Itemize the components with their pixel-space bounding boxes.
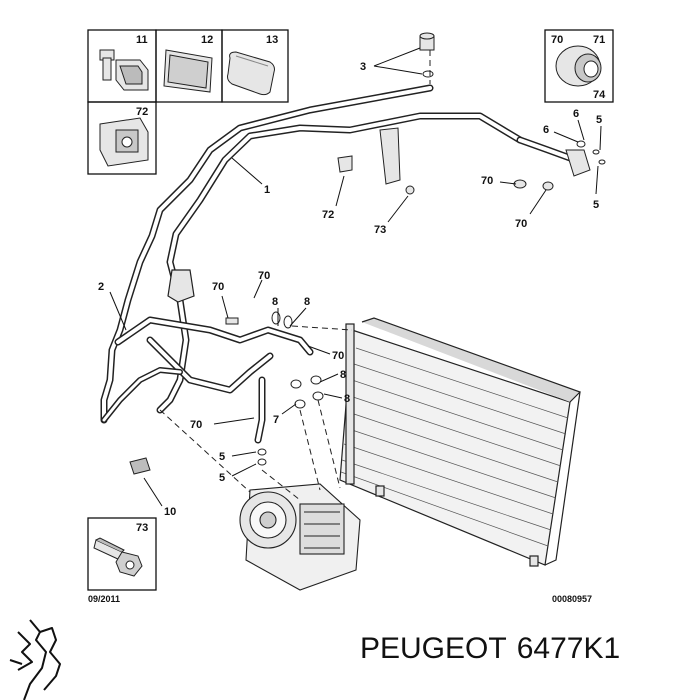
peugeot-lion-logo-icon (9, 619, 61, 700)
box-label-13: 13 (266, 34, 278, 46)
part-number: 6477K1 (516, 632, 621, 665)
inset-part-pad-12 (163, 49, 213, 93)
inset-part-grommet (555, 45, 602, 87)
callout-8-c: 8 (340, 369, 346, 381)
callout-72: 72 (322, 209, 334, 221)
inset-box-bottom-left (87, 517, 157, 591)
brand-name: PEUGEOT (360, 632, 507, 665)
box-label-71: 71 (593, 34, 605, 46)
box-label-11: 11 (136, 34, 148, 46)
callout-3: 3 (360, 61, 366, 73)
callout-5-low-a: 5 (219, 451, 225, 463)
callout-73: 73 (374, 224, 386, 236)
callout-5-right: 5 (593, 199, 599, 211)
callout-1: 1 (264, 184, 270, 196)
inset-part-bolt-11 (99, 49, 149, 91)
assembly-lines (159, 50, 431, 501)
drawing-reference: 00080957 (552, 594, 592, 604)
pressure-switch (419, 32, 435, 78)
callout-70-right-b: 70 (515, 218, 527, 230)
box-label-12: 12 (201, 34, 213, 46)
box-label-73: 73 (136, 522, 148, 534)
pipe-muffler (167, 269, 195, 303)
inset-group-top-left (87, 29, 289, 175)
callout-70-low: 70 (190, 419, 202, 431)
connector-10 (129, 457, 151, 475)
inset-part-sleeve-13 (227, 51, 275, 96)
date-code: 09/2011 (88, 594, 120, 604)
callout-7: 7 (273, 414, 279, 426)
callout-70-mid-b: 70 (258, 270, 270, 282)
seal-rings (225, 311, 324, 466)
callout-70-mid-a: 70 (212, 281, 224, 293)
callout-70-right-a: 70 (481, 175, 493, 187)
pipe-assembly (100, 84, 574, 444)
callout-2: 2 (98, 281, 104, 293)
callout-8-b: 8 (304, 296, 310, 308)
pipe-bracket (337, 127, 415, 195)
callout-8-a: 8 (272, 296, 278, 308)
right-connector (513, 140, 606, 191)
callout-5-low-b: 5 (219, 472, 225, 484)
inset-box-top-right (544, 29, 614, 103)
callout-5-top: 5 (596, 114, 602, 126)
inset-part-clip-72 (99, 117, 149, 167)
box-label-72: 72 (136, 106, 148, 118)
inset-part-bolt-73 (93, 537, 143, 577)
part-brand-number: PEUGEOT 6477K1 (360, 632, 695, 682)
callout-8-d: 8 (344, 393, 350, 405)
callout-6-a: 6 (573, 108, 579, 120)
condenser (339, 317, 582, 567)
callout-6-b: 6 (543, 124, 549, 136)
compressor (239, 483, 361, 591)
box-label-70: 70 (551, 34, 563, 46)
callout-10: 10 (164, 506, 176, 518)
box-label-74: 74 (593, 89, 606, 101)
callout-70-mid-c: 70 (332, 350, 344, 362)
leader-lines (109, 47, 602, 507)
